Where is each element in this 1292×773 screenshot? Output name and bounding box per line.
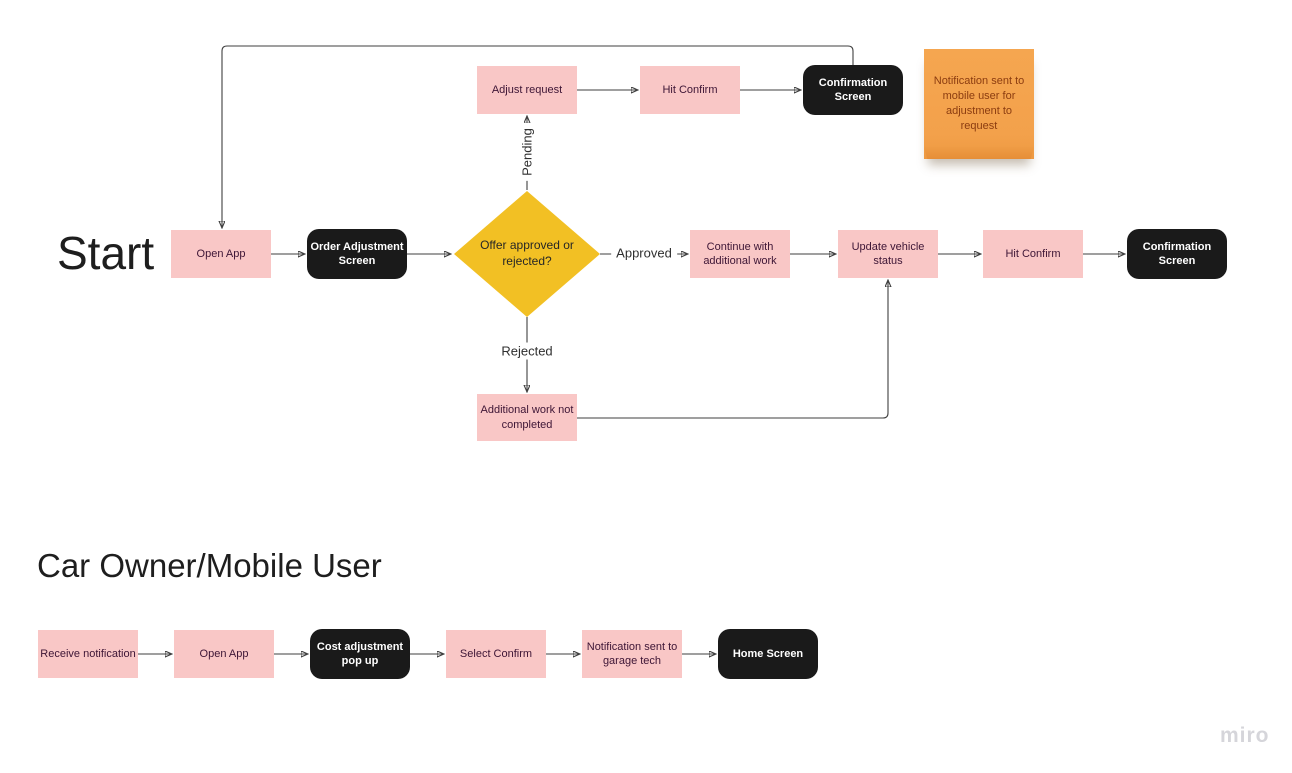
node-continue-with-additional-work[interactable]: Continue with additional work [690, 230, 790, 278]
node-decision-offer-approved-or-rejected[interactable]: Offer approved or rejected? [454, 191, 600, 317]
node-home-screen[interactable]: Home Screen [718, 629, 818, 679]
lane-title-start[interactable]: Start [57, 227, 155, 279]
edge-label-approved[interactable]: Approved [611, 244, 677, 262]
node-additional-work-not-completed[interactable]: Additional work not completed [477, 394, 577, 441]
node-open-app[interactable]: Open App [171, 230, 271, 278]
node-confirmation-screen[interactable]: Confirmation Screen [1127, 229, 1227, 279]
node-select-confirm[interactable]: Select Confirm [446, 630, 546, 678]
node-confirmation-screen-top[interactable]: Confirmation Screen [803, 65, 903, 115]
sticky-note-text: Notification sent to mobile user for adj… [933, 74, 1025, 133]
node-hit-confirm-top[interactable]: Hit Confirm [640, 66, 740, 114]
sticky-note[interactable]: Notification sent to mobile user for adj… [924, 49, 1034, 159]
sticky-note-fold [924, 147, 1034, 159]
edge-label-pending[interactable]: Pending [518, 123, 536, 181]
edge-additional-work-to-update-vehicle [577, 280, 888, 419]
miro-watermark: miro [1220, 724, 1270, 747]
node-notification-sent-to-garage-tech[interactable]: Notification sent to garage tech [582, 630, 682, 678]
node-receive-notification[interactable]: Receive notification [38, 630, 138, 678]
node-open-app-owner[interactable]: Open App [174, 630, 274, 678]
node-adjust-request[interactable]: Adjust request [477, 66, 577, 114]
node-update-vehicle-status[interactable]: Update vehicle status [838, 230, 938, 278]
node-hit-confirm[interactable]: Hit Confirm [983, 230, 1083, 278]
node-order-adjustment-screen[interactable]: Order Adjustment Screen [307, 229, 407, 279]
lane-title-car-owner-mobile-user[interactable]: Car Owner/Mobile User [37, 547, 382, 584]
decision-text: Offer approved or rejected? [480, 238, 574, 268]
node-cost-adjustment-pop-up[interactable]: Cost adjustment pop up [310, 629, 410, 679]
edge-label-rejected[interactable]: Rejected [496, 342, 558, 360]
